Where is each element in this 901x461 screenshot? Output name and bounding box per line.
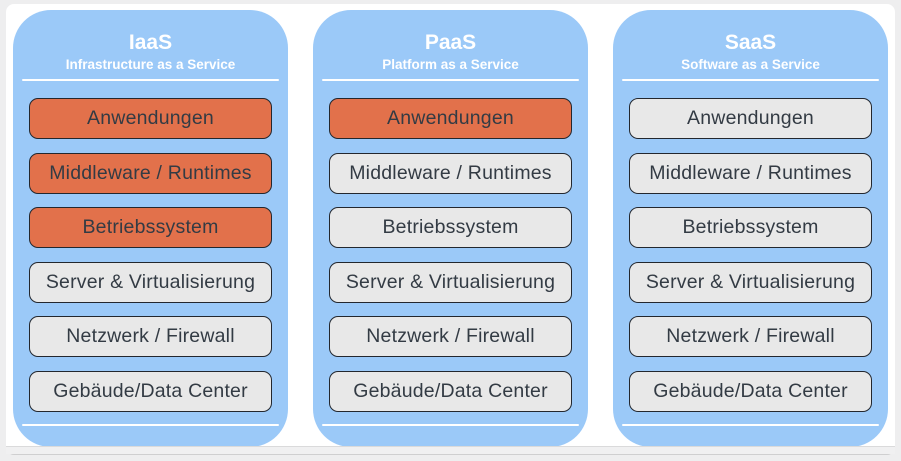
footer-divider <box>621 424 880 426</box>
layer-box: Middleware / Runtimes <box>29 152 272 194</box>
layer-stack: Anwendungen Middleware / Runtimes Betrie… <box>29 98 272 412</box>
layer-box: Netzwerk / Firewall <box>29 316 272 358</box>
layer-box: Gebäude/Data Center <box>629 370 872 412</box>
column-subtitle: Software as a Service <box>681 57 820 73</box>
layer-box: Server & Virtualisierung <box>629 261 872 303</box>
layer-box: Anwendungen <box>629 98 872 140</box>
iaas-column: IaaS Infrastructure as a Service Anwendu… <box>13 10 288 447</box>
column-title: SaaS <box>724 31 777 54</box>
layer-box: Betriebssystem <box>329 207 572 249</box>
header-divider <box>321 79 580 82</box>
footer-divider <box>21 424 280 426</box>
page-canvas: IaaS Infrastructure as a Service Anwendu… <box>6 4 895 454</box>
footer-divider <box>321 424 580 426</box>
layer-box: Betriebssystem <box>29 207 272 249</box>
layer-box: Server & Virtualisierung <box>329 261 572 303</box>
layer-box: Anwendungen <box>29 98 272 140</box>
header-divider <box>621 79 880 82</box>
column-subtitle: Infrastructure as a Service <box>65 57 236 73</box>
saas-column: SaaS Software as a Service Anwendungen M… <box>613 10 888 447</box>
layer-stack: Anwendungen Middleware / Runtimes Betrie… <box>629 98 872 412</box>
column-title: IaaS <box>128 31 173 54</box>
layer-box: Gebäude/Data Center <box>29 370 272 412</box>
column-subtitle: Platform as a Service <box>382 57 519 73</box>
bottom-strip <box>6 446 895 454</box>
layer-box: Netzwerk / Firewall <box>329 316 572 358</box>
layer-box: Middleware / Runtimes <box>329 152 572 194</box>
header-divider <box>21 79 280 82</box>
layer-box: Middleware / Runtimes <box>629 152 872 194</box>
paas-column: PaaS Platform as a Service Anwendungen M… <box>313 10 588 447</box>
column-title: PaaS <box>424 31 477 54</box>
layer-box: Netzwerk / Firewall <box>629 316 872 358</box>
layer-box: Server & Virtualisierung <box>29 261 272 303</box>
layer-box: Anwendungen <box>329 98 572 140</box>
cloud-stack-comparison: IaaS Infrastructure as a Service Anwendu… <box>6 10 895 447</box>
layer-box: Gebäude/Data Center <box>329 370 572 412</box>
layer-stack: Anwendungen Middleware / Runtimes Betrie… <box>329 98 572 412</box>
layer-box: Betriebssystem <box>629 207 872 249</box>
